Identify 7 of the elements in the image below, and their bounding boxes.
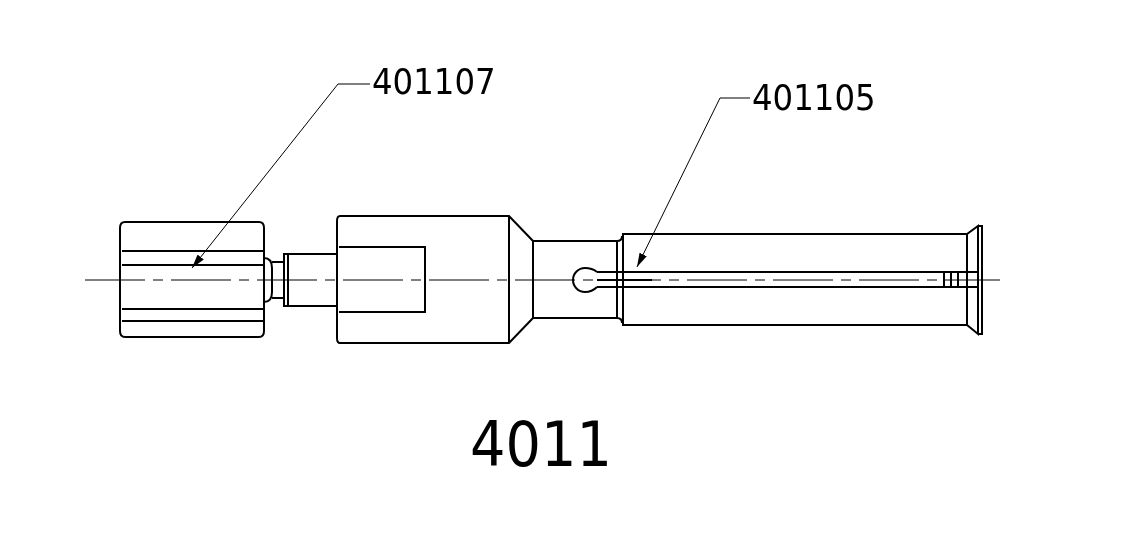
leader-line	[636, 97, 751, 268]
leader-line	[191, 83, 371, 269]
part-number: 401105	[752, 80, 876, 116]
hex-nut-drawing	[119, 221, 265, 338]
assembly-number: 4011	[470, 414, 612, 476]
slotted-sleeve-drawing	[596, 224, 983, 337]
part-number: 401107	[372, 64, 496, 100]
